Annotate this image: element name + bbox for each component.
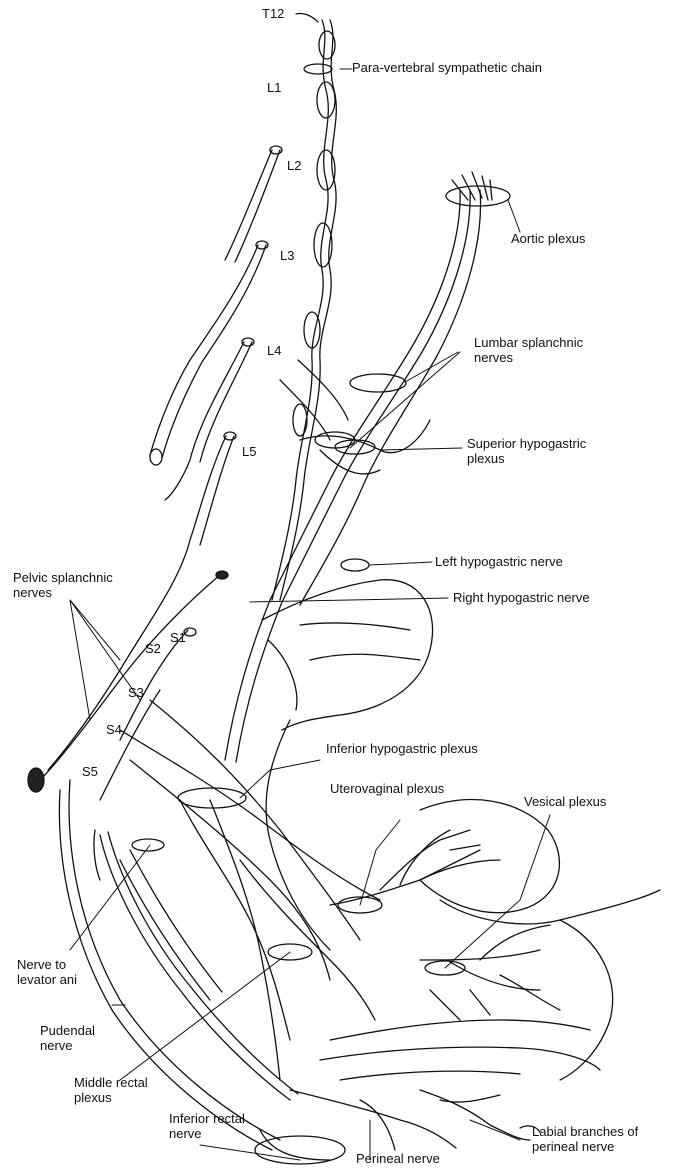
segment-label-s1: S1	[170, 630, 186, 645]
inferior-hypogastric-network	[120, 700, 465, 1080]
segment-label-l2: L2	[287, 158, 301, 173]
label-inferior-rectal: Inferior rectal nerve	[169, 1111, 245, 1141]
segment-label-l4: L4	[267, 343, 281, 358]
spinal-nerve-roots	[28, 146, 282, 800]
label-paravertebral-chain: Para-vertebral sympathetic chain	[352, 60, 542, 75]
segment-label-s2: S2	[145, 641, 161, 656]
segment-label-s4: S4	[106, 722, 122, 737]
segment-label-l5: L5	[242, 444, 256, 459]
label-perineal-nerve: Perineal nerve	[356, 1151, 440, 1166]
label-labial-branches: Labial branches of perineal nerve	[532, 1124, 638, 1154]
label-uterovaginal: Uterovaginal plexus	[330, 781, 444, 796]
segment-label-l3: L3	[280, 248, 294, 263]
label-superior-hypogastric: Superior hypogastric plexus	[467, 436, 586, 466]
segment-label-l1: L1	[267, 80, 281, 95]
label-lumbar-splanchnic: Lumbar splanchnic nerves	[474, 335, 583, 365]
hypogastric-nerves	[225, 172, 510, 762]
label-aortic-plexus: Aortic plexus	[511, 231, 585, 246]
label-middle-rectal: Middle rectal plexus	[74, 1075, 148, 1105]
pelvic-organs	[255, 580, 660, 1164]
label-right-hypogastric: Right hypogastric nerve	[453, 590, 590, 605]
label-inferior-hypogastric: Inferior hypogastric plexus	[326, 741, 478, 756]
segment-label-s5: S5	[82, 764, 98, 779]
label-nerve-to-levator-ani: Nerve to levator ani	[17, 957, 77, 987]
uterovaginal-vesical-branches	[330, 830, 560, 1020]
label-vesical: Vesical plexus	[524, 794, 606, 809]
segment-label-s3: S3	[128, 685, 144, 700]
label-left-hypogastric: Left hypogastric nerve	[435, 554, 563, 569]
perineal-branches	[290, 1090, 540, 1150]
label-pudendal-nerve: Pudendal nerve	[40, 1023, 95, 1053]
label-pelvic-splanchnic: Pelvic splanchnic nerves	[13, 570, 113, 600]
segment-label-t12: T12	[262, 6, 284, 21]
